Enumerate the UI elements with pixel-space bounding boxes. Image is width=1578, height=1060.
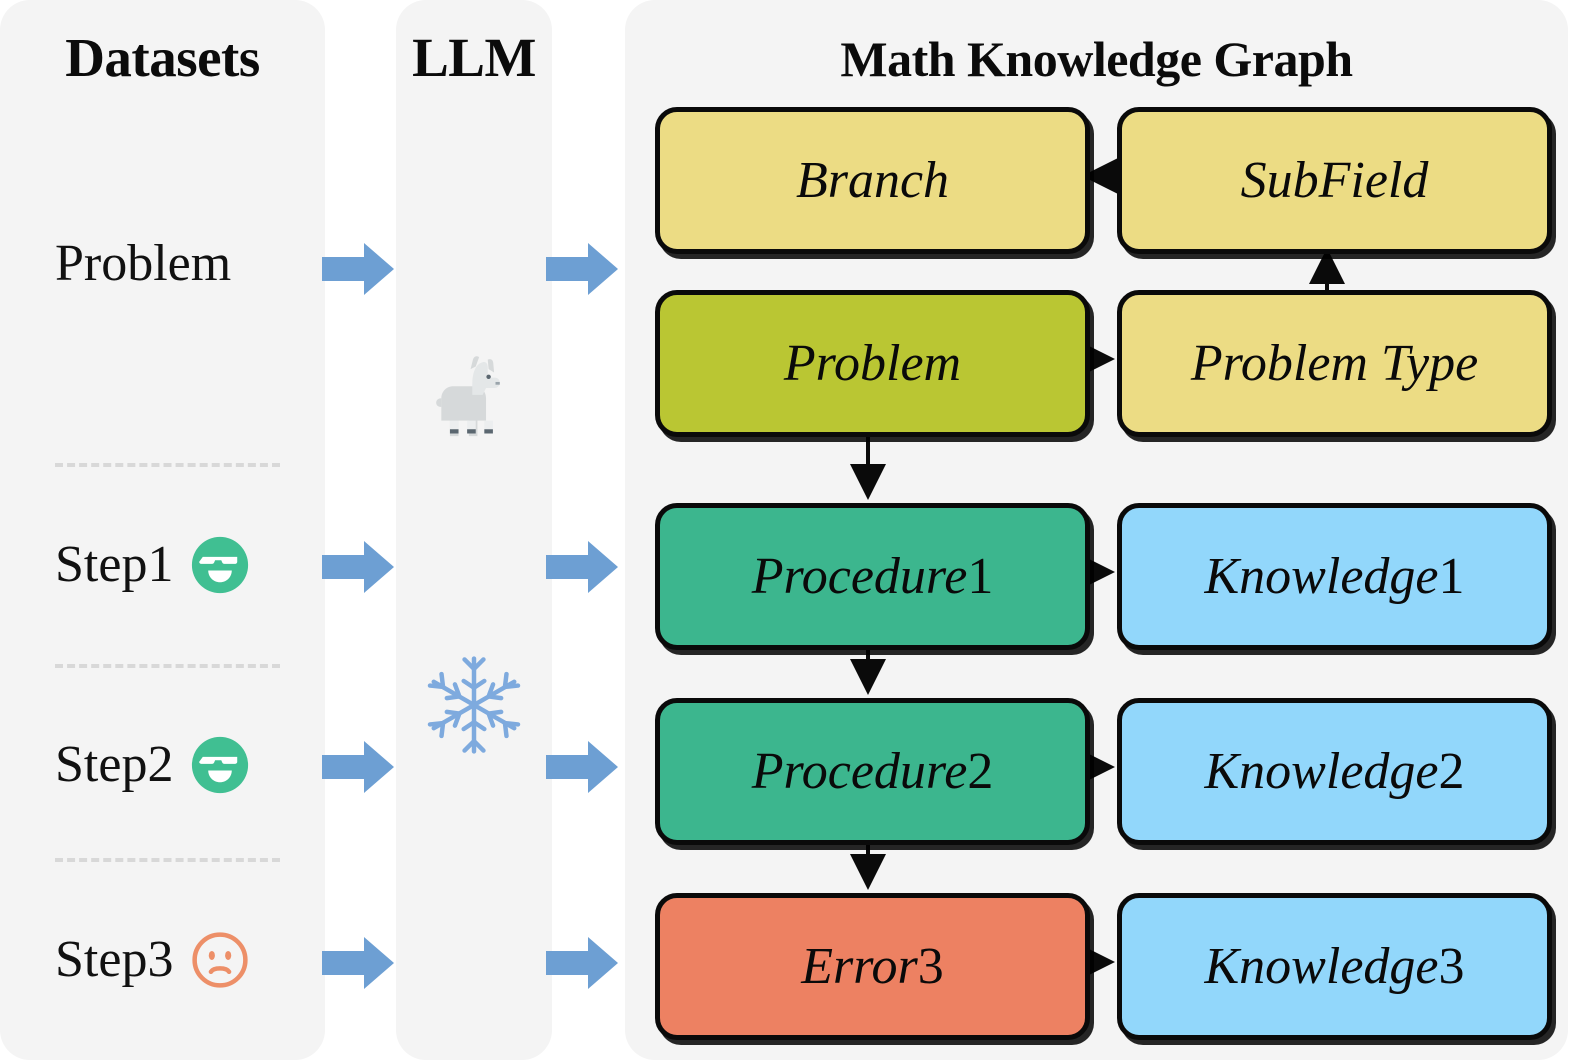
node-problem-type[interactable]: Problem Type [1117, 290, 1552, 437]
dataset-label-step2: Step2 [55, 736, 174, 793]
arrow-datasets-to-llm-step3 [322, 937, 394, 989]
node-problem[interactable]: Problem [655, 290, 1090, 437]
dataset-row-problem: Problem [55, 234, 231, 293]
dataset-row-step1: Step1 [55, 535, 249, 594]
smiling-face-with-sunglasses-icon [192, 536, 249, 593]
node-knowledge-3-label: Knowledge3 [1204, 937, 1465, 995]
node-branch[interactable]: Branch [655, 107, 1090, 254]
dataset-label-step3: Step3 [55, 931, 174, 988]
arrow-llm-to-graph-step1 [546, 541, 618, 593]
llm-panel: LLM [396, 0, 552, 1060]
arrow-llm-to-graph-step2 [546, 741, 618, 793]
datasets-panel: Datasets [0, 0, 325, 1060]
dataset-separator [55, 664, 280, 668]
dataset-separator [55, 463, 280, 467]
dataset-separator [55, 858, 280, 862]
arrow-llm-to-graph-problem [546, 243, 618, 295]
node-problem-label: Problem [783, 334, 962, 392]
graph-panel-title: Math Knowledge Graph [840, 31, 1353, 87]
llm-panel-title: LLM [412, 27, 536, 88]
dataset-row-step2: Step2 [55, 735, 249, 794]
dataset-row-step3: Step3 [55, 930, 249, 989]
node-subfield[interactable]: SubField [1117, 107, 1552, 254]
llama-icon [436, 356, 500, 437]
arrow-datasets-to-llm-step2 [322, 741, 394, 793]
node-procedure-2-label: Procedure2 [751, 742, 994, 800]
node-error-3[interactable]: Error3 [655, 893, 1090, 1040]
node-knowledge-2-label: Knowledge2 [1204, 742, 1465, 800]
snowflake-icon [427, 656, 521, 754]
node-knowledge-1[interactable]: Knowledge1 [1117, 503, 1552, 650]
node-error-3-label: Error3 [801, 937, 944, 995]
frowning-face-icon [192, 931, 249, 988]
arrow-llm-to-graph-step3 [546, 937, 618, 989]
node-knowledge-3[interactable]: Knowledge3 [1117, 893, 1552, 1040]
node-subfield-label: SubField [1240, 151, 1429, 209]
arrow-datasets-to-llm-step1 [322, 541, 394, 593]
node-branch-label: Branch [795, 151, 950, 209]
datasets-panel-title: Datasets [65, 27, 260, 88]
dataset-label-step1: Step1 [55, 536, 174, 593]
node-procedure-1[interactable]: Procedure1 [655, 503, 1090, 650]
node-knowledge-2[interactable]: Knowledge2 [1117, 698, 1552, 845]
node-procedure-1-label: Procedure1 [751, 547, 994, 605]
smiling-face-with-sunglasses-icon [192, 736, 249, 793]
dataset-label-problem: Problem [55, 235, 232, 292]
node-procedure-2[interactable]: Procedure2 [655, 698, 1090, 845]
node-problem-type-label: Problem Type [1190, 334, 1479, 392]
arrow-datasets-to-llm-problem [322, 243, 394, 295]
node-knowledge-1-label: Knowledge1 [1204, 547, 1465, 605]
